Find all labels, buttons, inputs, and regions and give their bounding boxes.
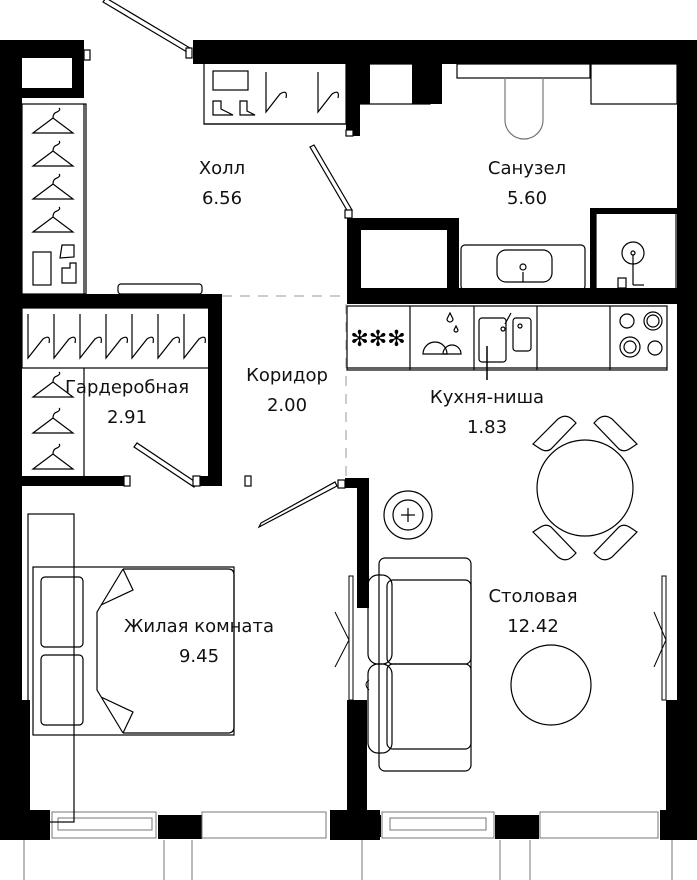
room-label-bedroom: Жилая комната 9.45	[124, 615, 274, 669]
room-name: Жилая комната	[124, 616, 274, 637]
room-area: 12.42	[507, 616, 559, 637]
room-label-kitchen: Кухня-ниша 1.83	[430, 386, 544, 440]
hanger-icon	[31, 107, 75, 233]
window-frames	[34, 815, 381, 837]
windows	[23, 811, 673, 880]
wardrobe-shelves	[21, 307, 213, 476]
shower	[595, 212, 677, 291]
kitchen-sink-icon	[478, 312, 532, 363]
room-name: Гардеробная	[64, 377, 190, 398]
radiator	[117, 283, 203, 295]
chair-icon	[532, 415, 638, 561]
room-label-bathroom: Санузел 5.60	[488, 157, 566, 211]
room-name: Санузел	[487, 158, 567, 179]
hall-wardrobe	[21, 103, 87, 295]
floor-drain-ring	[383, 490, 433, 540]
cooktop-icon	[619, 311, 663, 358]
toilet-icon	[504, 78, 544, 140]
pillow	[40, 576, 84, 648]
boot-icon	[239, 100, 256, 116]
room-name: Столовая	[488, 586, 578, 607]
room-area: 6.56	[201, 188, 243, 209]
bedroom-furniture	[27, 513, 235, 823]
hanger-icon	[265, 72, 287, 114]
zone-boundaries	[222, 295, 347, 478]
doors	[83, 0, 354, 529]
hanger-icon	[317, 72, 339, 114]
pillow	[40, 654, 84, 726]
hanger-icon	[31, 371, 75, 470]
shirt-icon	[32, 251, 52, 286]
room-name: Холл	[198, 158, 246, 179]
room-area: 2.00	[266, 395, 308, 416]
room-area: 5.60	[506, 188, 548, 209]
room-area: 1.83	[466, 417, 508, 438]
room-area: 9.45	[178, 646, 220, 667]
sink-icon	[496, 249, 553, 283]
room-name: Кухня-ниша	[429, 387, 545, 408]
hall-wardrobe-top	[203, 61, 347, 125]
freezer-icon: ✻✻✻	[350, 327, 405, 352]
hanger-icon	[27, 314, 206, 360]
room-label-dining: Столовая 12.42	[488, 585, 577, 639]
coffee-table	[510, 644, 592, 726]
dining-furniture	[367, 415, 638, 772]
room-area: 2.91	[106, 407, 148, 428]
kitchen-counter: ✻✻✻	[346, 305, 668, 371]
room-label-wardrobe: Гардеробная 2.91	[65, 376, 189, 430]
shirt-icon	[212, 70, 249, 91]
vanity	[460, 244, 586, 291]
sofa	[367, 557, 472, 772]
room-name: Коридор	[246, 365, 328, 386]
dining-table	[536, 439, 634, 537]
boot-icon	[59, 244, 77, 284]
dishwasher-icon	[422, 311, 462, 355]
sliding-doors	[334, 575, 667, 701]
room-label-hall: Холл 6.56	[199, 157, 245, 211]
room-label-corridor: Коридор 2.00	[246, 364, 328, 418]
boot-icon	[212, 100, 234, 116]
bathroom-fixtures	[359, 63, 678, 291]
